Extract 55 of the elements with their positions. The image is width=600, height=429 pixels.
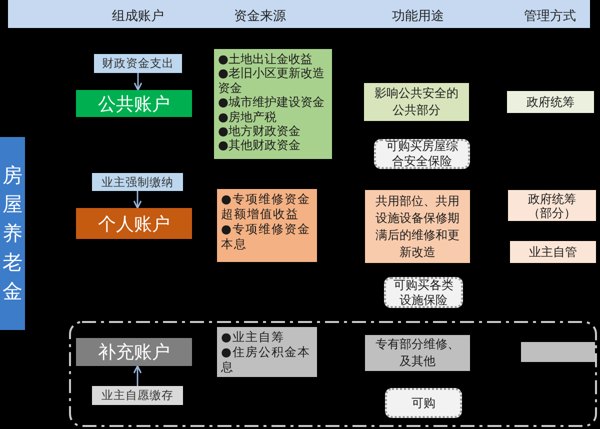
account-name: 公共账户 — [98, 92, 170, 116]
account-box — [76, 90, 192, 117]
bullet-item: ●城市维护建设资金 — [218, 95, 324, 110]
tag-label: 业主自愿缴存 — [102, 388, 174, 403]
dash-dot-frame — [69, 321, 597, 427]
note-text: 可购 — [412, 396, 436, 410]
band-title: 房屋养老金 — [2, 162, 22, 305]
bullet-item: ●业主自筹 — [221, 330, 284, 345]
fund-source-panel — [214, 49, 332, 159]
account-name: 个人账户 — [98, 212, 170, 236]
source-tag — [92, 386, 183, 405]
bullet-item: ●专项维修资金本息 — [221, 222, 312, 252]
management-box — [510, 241, 596, 263]
usage-box — [365, 335, 470, 371]
bullet-item: ●其他财政资金 — [218, 138, 300, 153]
source-tag — [94, 54, 182, 73]
note-text: 可购买各类设施保险 — [393, 278, 454, 308]
tag-label: 财政资金支出 — [102, 56, 174, 71]
management-text: 政府统筹 — [526, 95, 574, 109]
management-text: 业主自管 — [529, 245, 577, 259]
bullet-item: ●房地产税 — [218, 110, 276, 124]
dotted-note-box — [384, 277, 463, 308]
account-name: 补充账户 — [98, 341, 170, 364]
usage-box — [365, 190, 470, 263]
bullet-item: ●土地出让金收益 — [218, 52, 312, 66]
note-text: 可购买房屋综合安全保险 — [385, 139, 459, 169]
management-box — [507, 91, 594, 113]
column-header: 组成账户 — [112, 8, 164, 25]
column-header: 资金来源 — [234, 8, 286, 25]
usage-text: 专有部分维修、及其他 — [374, 336, 460, 370]
source-tag — [92, 173, 183, 191]
column-header: 管理方式 — [524, 8, 576, 25]
column-header: 功能用途 — [392, 8, 444, 25]
dotted-note-box — [385, 388, 462, 418]
usage-box — [364, 83, 469, 121]
arrow — [134, 73, 142, 91]
bullet-item: ●住房公积金本息 — [221, 345, 312, 375]
bullet-item: ●专项维修资金超额增值收益 — [221, 192, 312, 222]
usage-text: 影响公共安全的公共部分 — [374, 85, 460, 119]
side-band — [0, 137, 25, 330]
management-text: 政府统筹（部分） — [527, 192, 577, 220]
bullet-item: ●地方财政资金 — [218, 124, 300, 138]
account-box — [76, 338, 192, 366]
bullet-item: ●老旧小区更新改造资金 — [218, 66, 326, 96]
dotted-note-box — [374, 139, 470, 169]
tag-label: 业主强制缴纳 — [102, 174, 174, 190]
empty-box — [521, 342, 595, 362]
fund-source-panel — [217, 327, 317, 377]
header-band — [8, 0, 590, 28]
fund-source-panel — [217, 189, 317, 262]
management-box — [508, 190, 596, 221]
usage-text: 共用部位、共用设施设备保修期满后的维修和更新改造 — [374, 192, 460, 260]
account-box — [76, 208, 192, 239]
arrow — [133, 365, 142, 386]
arrow — [133, 191, 142, 209]
